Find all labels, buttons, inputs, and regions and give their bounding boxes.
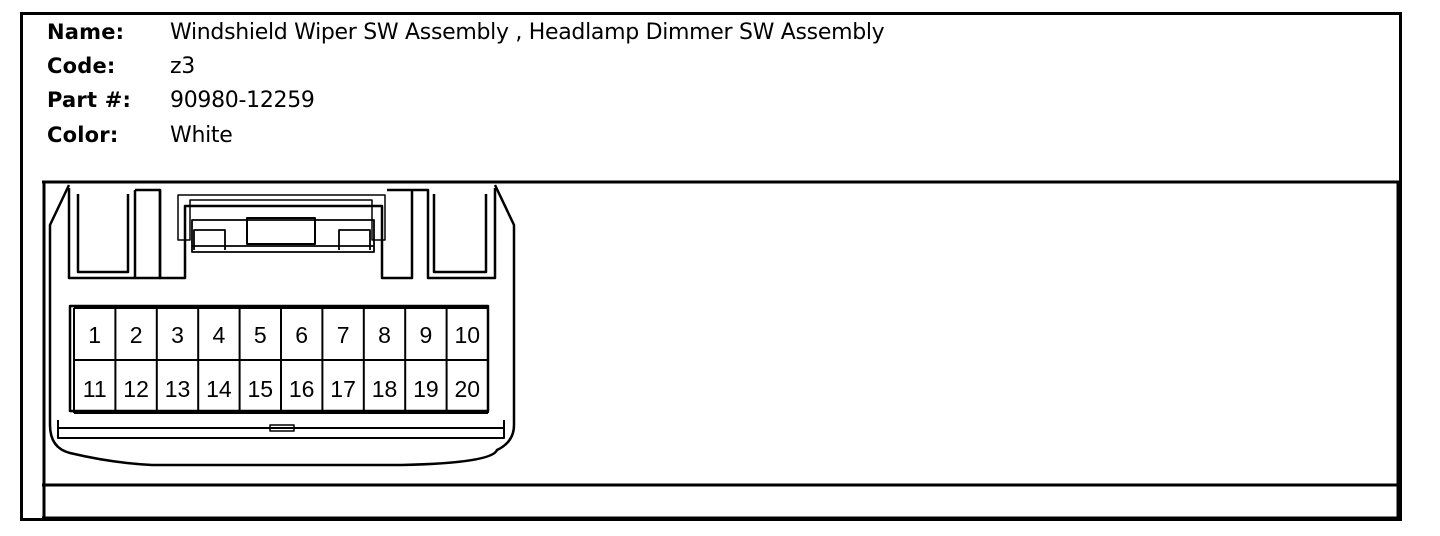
pin-10-label: 10: [455, 322, 481, 348]
color-label: Color:: [47, 123, 119, 147]
pin-7-label: 7: [337, 322, 350, 348]
name-value: Windshield Wiper SW Assembly , Headlamp …: [170, 20, 885, 45]
pin-5-label: 5: [254, 322, 267, 348]
name-label: Name:: [47, 20, 125, 44]
pin-14-label: 14: [206, 376, 232, 402]
pin-9-label: 9: [420, 322, 433, 348]
pin-grid: [73, 307, 489, 414]
pin-8-label: 8: [378, 322, 391, 348]
pin-3-label: 3: [171, 322, 184, 348]
pin-13-label: 13: [165, 376, 191, 402]
pin-18-label: 18: [372, 376, 398, 402]
pin-11-label: 11: [83, 376, 107, 402]
pin-1-label: 1: [88, 322, 101, 348]
pin-15-label: 15: [248, 376, 274, 402]
part-label: Part #:: [47, 88, 132, 112]
pin-12-label: 12: [123, 376, 149, 402]
pin-17-label: 17: [330, 376, 356, 402]
diagram-frame: [42, 180, 1400, 520]
pin-16-label: 16: [289, 376, 315, 402]
pin-4-label: 4: [213, 322, 226, 348]
pin-2-label: 2: [130, 322, 143, 348]
pin-6-label: 6: [295, 322, 308, 348]
code-label: Code:: [47, 54, 116, 78]
pin-19-label: 19: [413, 376, 439, 402]
part-value: 90980-12259: [170, 88, 315, 113]
color-value: White: [170, 123, 233, 148]
code-value: z3: [170, 54, 195, 79]
pin-20-label: 20: [455, 376, 481, 402]
